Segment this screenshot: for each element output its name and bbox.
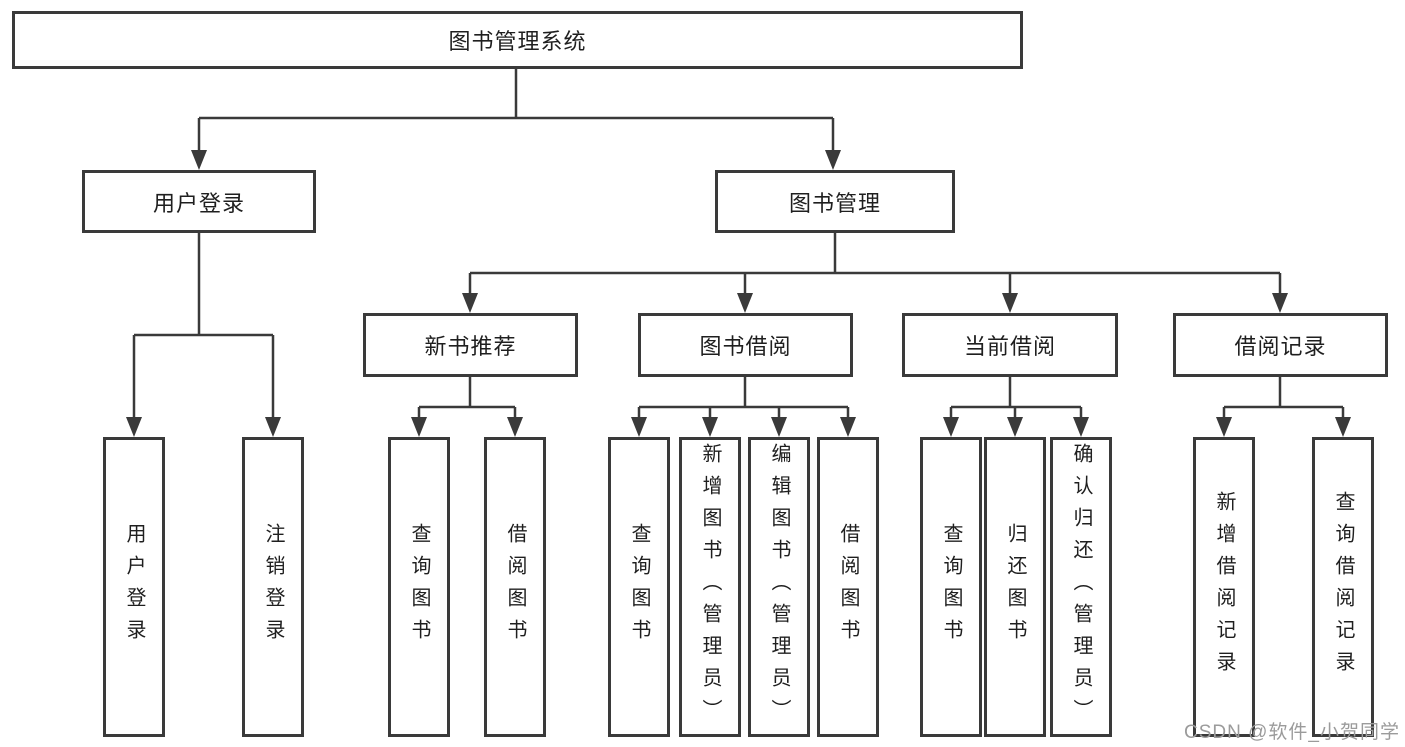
node-book-management: 图书管理: [715, 170, 955, 233]
leaf-current-return-label: 归还图书: [1004, 523, 1026, 651]
leaf-current-query: 查询图书: [920, 437, 982, 737]
node-book-borrowing-label: 图书借阅: [699, 334, 792, 359]
leaf-current-return: 归还图书: [984, 437, 1046, 737]
leaf-newbook-borrow-label: 借阅图书: [504, 523, 526, 651]
node-user-login-label: 用户登录: [152, 190, 245, 216]
node-book-borrowing: 图书借阅: [638, 313, 853, 377]
node-root-label: 图书管理系统: [448, 29, 587, 54]
leaf-user-login-label: 用户登录: [123, 523, 145, 651]
node-book-management-label: 图书管理: [788, 190, 881, 216]
node-borrowing-records: 借阅记录: [1173, 313, 1388, 377]
node-user-login: 用户登录: [82, 170, 316, 233]
leaf-logout: 注销登录: [242, 437, 304, 737]
leaf-newbook-query-label: 查询图书: [408, 523, 430, 651]
leaf-record-add-label: 新增借阅记录: [1213, 491, 1235, 683]
node-current-borrowing: 当前借阅: [902, 313, 1118, 377]
leaf-record-query-label: 查询借阅记录: [1332, 491, 1354, 683]
leaf-record-add: 新增借阅记录: [1193, 437, 1255, 737]
leaf-newbook-borrow: 借阅图书: [484, 437, 546, 737]
leaf-borrow-query: 查询图书: [608, 437, 670, 737]
leaf-current-confirm-admin: 确认归还（管理员）: [1050, 437, 1112, 737]
leaf-borrow-add-admin-label: 新增图书（管理员）: [699, 443, 721, 731]
watermark-text: CSDN @软件_小贺同学: [1184, 722, 1400, 743]
node-root: 图书管理系统: [12, 11, 1023, 69]
leaf-borrow-query-label: 查询图书: [628, 523, 650, 651]
leaf-user-login: 用户登录: [103, 437, 165, 737]
leaf-current-confirm-admin-label: 确认归还（管理员）: [1070, 443, 1092, 731]
leaf-current-query-label: 查询图书: [940, 523, 962, 651]
leaf-borrow-add-admin: 新增图书（管理员）: [679, 437, 741, 737]
node-new-book-recommend-label: 新书推荐: [424, 334, 517, 359]
node-new-book-recommend: 新书推荐: [363, 313, 578, 377]
leaf-record-query: 查询借阅记录: [1312, 437, 1374, 737]
node-current-borrowing-label: 当前借阅: [963, 334, 1056, 359]
node-borrowing-records-label: 借阅记录: [1234, 334, 1327, 359]
leaf-logout-label: 注销登录: [262, 523, 284, 651]
leaf-newbook-query: 查询图书: [388, 437, 450, 737]
leaf-borrow-edit-admin: 编辑图书（管理员）: [748, 437, 810, 737]
leaf-borrow-edit-admin-label: 编辑图书（管理员）: [768, 443, 790, 731]
leaf-borrow-borrow: 借阅图书: [817, 437, 879, 737]
leaf-borrow-borrow-label: 借阅图书: [837, 523, 859, 651]
